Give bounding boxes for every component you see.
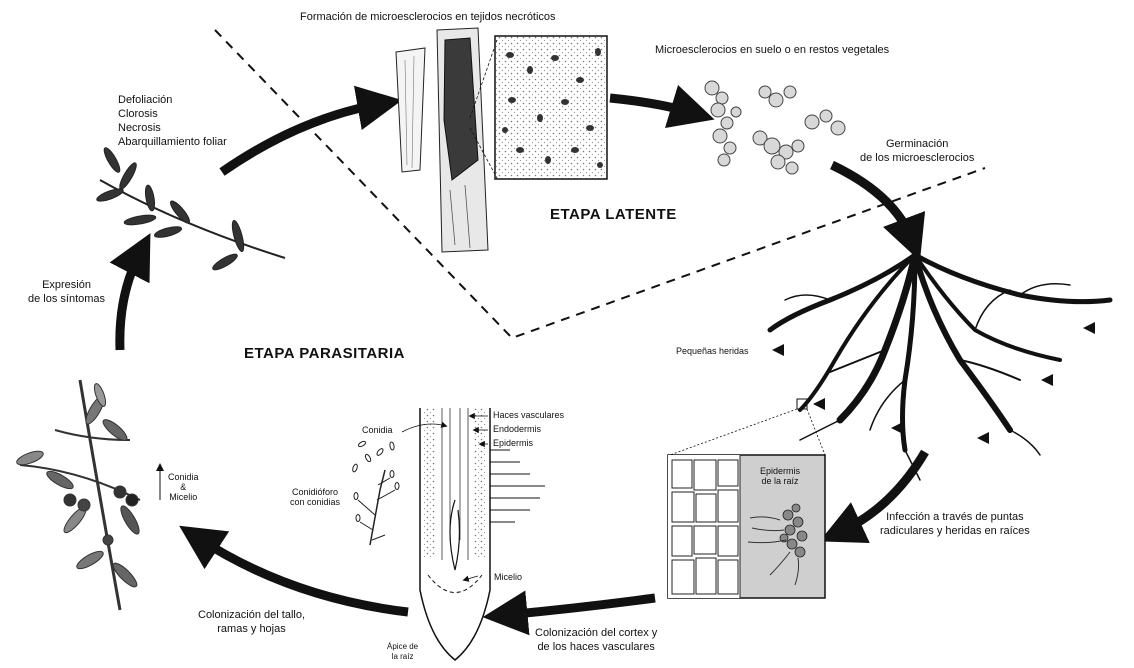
- label-symptoms-list: Defoliación Clorosis Necrosis Abarquilla…: [118, 93, 227, 149]
- arrow-infection-to-cortex: [505, 598, 655, 615]
- stage-latent-title: ETAPA LATENTE: [550, 206, 677, 223]
- label-mycelium: Micelio: [494, 572, 522, 582]
- olive-twig-illustration: [95, 146, 285, 273]
- arrow-leaves-to-tissue: [222, 104, 380, 172]
- label-microsclerotia-formation: Formación de microesclerocios en tejidos…: [300, 10, 556, 24]
- zoom-lines: [670, 409, 825, 455]
- label-symptom-expression: Expresiónde los síntomas: [28, 278, 105, 306]
- arrow-plant-to-symptoms: [120, 253, 140, 350]
- label-stem-colonization: Colonización del tallo,ramas y hojas: [198, 608, 305, 636]
- label-infection: Infección a través de puntasradiculares …: [880, 510, 1030, 538]
- label-root-epidermis: Epidermisde la raíz: [760, 466, 800, 486]
- microsclerotia-clusters: [705, 81, 845, 174]
- stage-parasitic-title: ETAPA PARASITARIA: [244, 345, 405, 362]
- label-root-apex: Ápice dela raíz: [387, 642, 418, 662]
- label-cortex-colonization: Colonización del cortex yde los haces va…: [535, 626, 657, 654]
- label-germination: Germinaciónde los microesclerocios: [860, 137, 974, 165]
- label-small-wounds: Pequeñas heridas: [676, 346, 749, 356]
- label-vascular-bundles: Haces vasculares: [493, 410, 564, 420]
- arrow-root-to-plant: [198, 538, 408, 612]
- arrow-soil-to-roots: [832, 165, 912, 240]
- label-endodermis: Endodermis: [493, 424, 541, 434]
- conidiophore-illustration: [352, 440, 399, 545]
- label-conidiophore: Conidióforocon conidias: [290, 487, 340, 507]
- label-microsclerotia-soil: Microesclerocios en suelo o en restos ve…: [655, 43, 889, 57]
- label-epidermis: Epidermis: [493, 438, 533, 448]
- arrow-tissue-to-soil: [610, 98, 693, 113]
- olive-plant-illustration: [15, 380, 142, 610]
- label-conidia: Conidia: [362, 425, 393, 435]
- label-conidia-mycelium: Conidia & Micelio: [168, 472, 199, 502]
- root-system-illustration: [770, 255, 1110, 480]
- root-cell-section: [668, 455, 825, 598]
